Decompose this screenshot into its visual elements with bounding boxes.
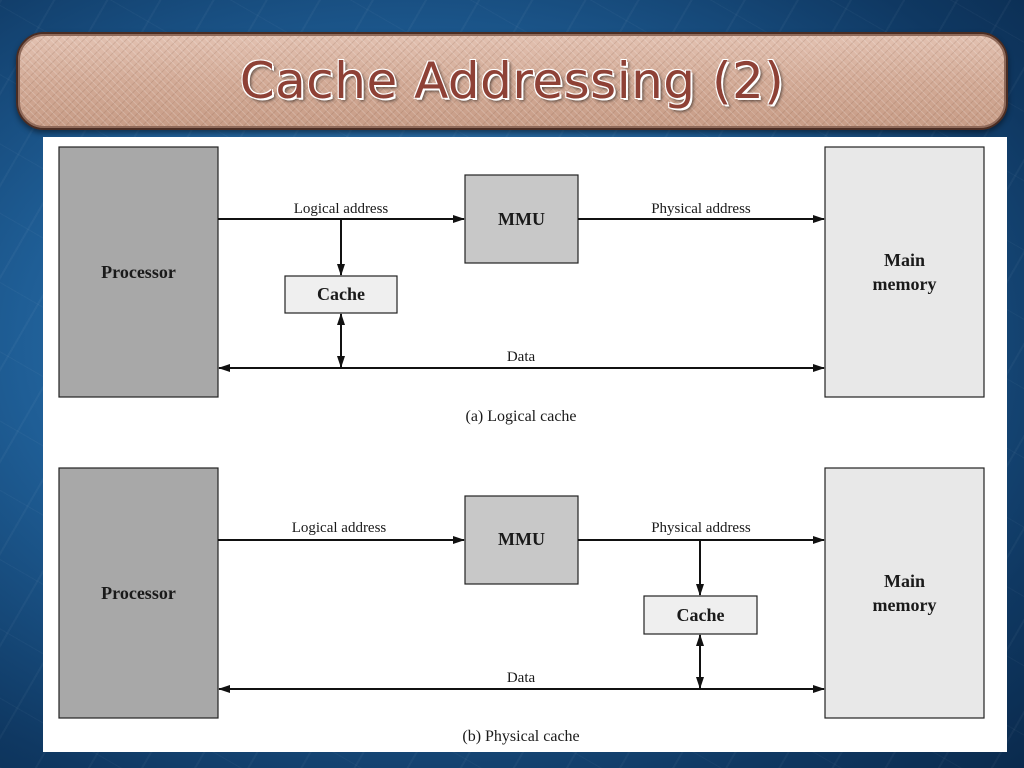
cache-box: [643, 595, 758, 635]
cache-diagram-svg: Processor Main memory MMU Cache Logical …: [58, 146, 985, 745]
data-label: Data: [507, 670, 536, 686]
logical-address-label: Logical address: [294, 201, 389, 217]
processor-box: [58, 146, 219, 398]
main-memory-label-line2: memory: [873, 274, 937, 294]
mmu-box: [464, 174, 579, 264]
cache-label: Cache: [317, 284, 365, 304]
physical-address-label: Physical address: [651, 520, 751, 536]
cache-box: [284, 275, 398, 314]
processor-label: Processor: [101, 583, 176, 603]
main-memory-box: [824, 146, 985, 398]
main-memory-label-line1: Main: [884, 571, 925, 591]
processor-label: Processor: [101, 262, 176, 282]
data-label: Data: [507, 349, 536, 365]
physical-address-label: Physical address: [651, 201, 751, 217]
caption-physical-cache: (b) Physical cache: [462, 728, 579, 745]
logical-address-label: Logical address: [292, 520, 387, 536]
mmu-label: MMU: [498, 209, 545, 229]
main-memory-label-line2: memory: [873, 595, 937, 615]
cache-label: Cache: [677, 605, 725, 625]
processor-box: [58, 467, 219, 719]
slide-title: Cache Addressing (2): [239, 52, 785, 110]
main-memory-label-line1: Main: [884, 250, 925, 270]
caption-logical-cache: (a) Logical cache: [465, 408, 576, 425]
mmu-label: MMU: [498, 529, 545, 549]
title-banner: Cache Addressing (2): [16, 32, 1008, 130]
diagram-logical-cache: Processor Main memory MMU Cache Logical …: [58, 146, 985, 425]
diagram-figure: Processor Main memory MMU Cache Logical …: [43, 137, 1007, 752]
diagram-physical-cache: Processor Main memory MMU Cache Logical …: [58, 467, 985, 745]
main-memory-box: [824, 467, 985, 719]
